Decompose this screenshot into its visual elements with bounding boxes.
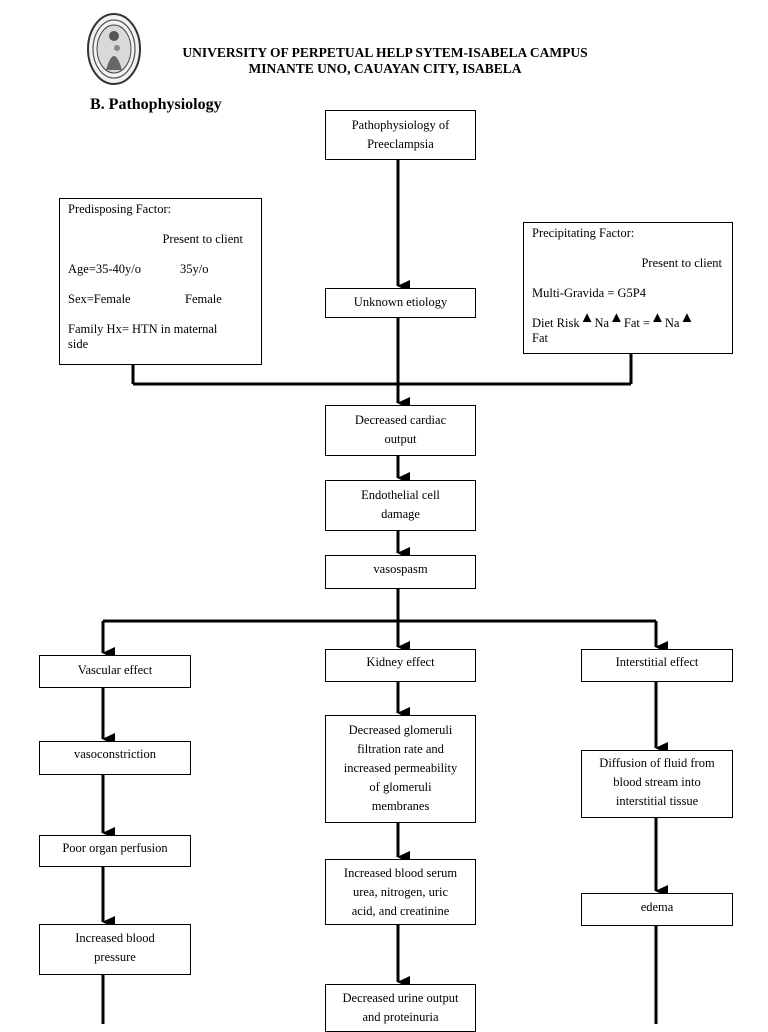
node-label: pressure	[94, 950, 136, 964]
predisposing-age-row: Age=35-40y/o 35y/o	[68, 262, 253, 277]
node-label: acid, and creatinine	[351, 904, 450, 918]
node-label: Kidney effect	[366, 655, 435, 669]
node-label: Decreased urine output	[342, 991, 459, 1005]
node-label: output	[384, 432, 417, 446]
multi-gravida-line: Multi-Gravida = G5P4	[532, 286, 646, 300]
sex-criterion: Sex=Female	[68, 292, 131, 306]
node-diffusion-of-fluid: Diffusion of fluid from blood stream int…	[581, 750, 733, 818]
node-label: damage	[381, 507, 420, 521]
node-label: urea, nitrogen, uric	[352, 885, 449, 899]
node-label: filtration rate and	[357, 742, 444, 756]
node-label: interstitial tissue	[615, 794, 699, 808]
node-decreased-urine-output: Decreased urine output and proteinuria	[325, 984, 476, 1032]
node-label: edema	[640, 900, 674, 914]
institution-header: UNIVERSITY OF PERPETUAL HELP SYTEM-ISABE…	[150, 45, 620, 77]
node-label: Decreased glomeruli	[348, 723, 453, 737]
family-history-line2: side	[68, 337, 89, 351]
node-label: Diffusion of fluid from	[599, 756, 715, 770]
node-edema: edema	[581, 893, 733, 926]
node-endothelial-cell-damage: Endothelial cell damage	[325, 480, 476, 531]
node-unknown-etiology: Unknown etiology	[325, 288, 476, 318]
node-vasoconstriction: vasoconstriction	[39, 741, 191, 775]
node-label: Increased blood	[75, 931, 155, 945]
institution-name: UNIVERSITY OF PERPETUAL HELP SYTEM-ISABE…	[182, 45, 588, 60]
diet-risk-fat: Fat	[532, 331, 548, 345]
node-label: vasospasm	[373, 562, 428, 576]
sex-client-value: Female	[185, 292, 222, 306]
node-increased-blood-serum: Increased blood serum urea, nitrogen, ur…	[325, 859, 476, 925]
fat-label: Fat =	[623, 316, 651, 330]
node-label: membranes	[371, 799, 430, 813]
diet-risk-label: Diet Risk	[532, 316, 580, 330]
node-label: Interstitial effect	[615, 655, 699, 669]
node-interstitial-effect: Interstitial effect	[581, 649, 733, 682]
node-label: Unknown etiology	[353, 295, 448, 309]
node-label: Increased blood serum	[343, 866, 458, 880]
institution-address: MINANTE UNO, CAUAYAN CITY, ISABELA	[248, 61, 522, 76]
diet-risk-line: Diet Risk▲Na▲Fat =▲Na▲	[532, 311, 724, 331]
node-label: Poor organ perfusion	[62, 841, 168, 855]
node-decreased-gfr: Decreased glomeruli filtration rate and …	[325, 715, 476, 823]
section-title: B. Pathophysiology	[90, 96, 222, 113]
node-vascular-effect: Vascular effect	[39, 655, 191, 688]
node-label: Preeclampsia	[367, 137, 434, 151]
up-arrow-icon: ▲	[679, 310, 695, 326]
age-client-value: 35y/o	[180, 262, 209, 276]
node-label: Vascular effect	[77, 663, 153, 677]
node-label: of glomeruli	[369, 780, 432, 794]
sodium-label: Na	[594, 316, 610, 330]
node-label: Endothelial cell	[361, 488, 440, 502]
node-label: blood stream into	[613, 775, 701, 789]
node-vasospasm: vasospasm	[325, 555, 476, 589]
predisposing-sex-row: Sex=Female Female	[68, 292, 253, 307]
node-label: Pathophysiology of	[351, 118, 450, 132]
node-pathophysiology-preeclampsia: Pathophysiology of Preeclampsia	[325, 110, 476, 160]
age-criterion: Age=35-40y/o	[68, 262, 142, 276]
node-label: Decreased cardiac	[354, 413, 447, 427]
predisposing-title: Predisposing Factor:	[68, 202, 172, 216]
up-arrow-icon: ▲	[609, 310, 624, 326]
precipitating-factor-box: Precipitating Factor: Present to client …	[523, 222, 733, 354]
family-history-line1: Family Hx= HTN in maternal	[68, 322, 218, 336]
precipitating-title: Precipitating Factor:	[532, 226, 635, 240]
node-poor-organ-perfusion: Poor organ perfusion	[39, 835, 191, 867]
node-decreased-cardiac-output: Decreased cardiac output	[325, 405, 476, 456]
precipitating-present-heading: Present to client	[641, 256, 722, 270]
node-kidney-effect: Kidney effect	[325, 649, 476, 682]
sodium-label: Na	[664, 316, 680, 330]
predisposing-factor-box: Predisposing Factor: Present to client A…	[59, 198, 262, 365]
node-label: and proteinuria	[362, 1010, 439, 1024]
up-arrow-icon: ▲	[650, 310, 665, 326]
node-increased-blood-pressure: Increased blood pressure	[39, 924, 191, 975]
node-label: increased permeability	[343, 761, 458, 775]
node-label: vasoconstriction	[74, 747, 156, 761]
university-seal-icon	[87, 13, 141, 85]
up-arrow-icon: ▲	[579, 310, 595, 326]
predisposing-present-heading: Present to client	[162, 232, 243, 246]
